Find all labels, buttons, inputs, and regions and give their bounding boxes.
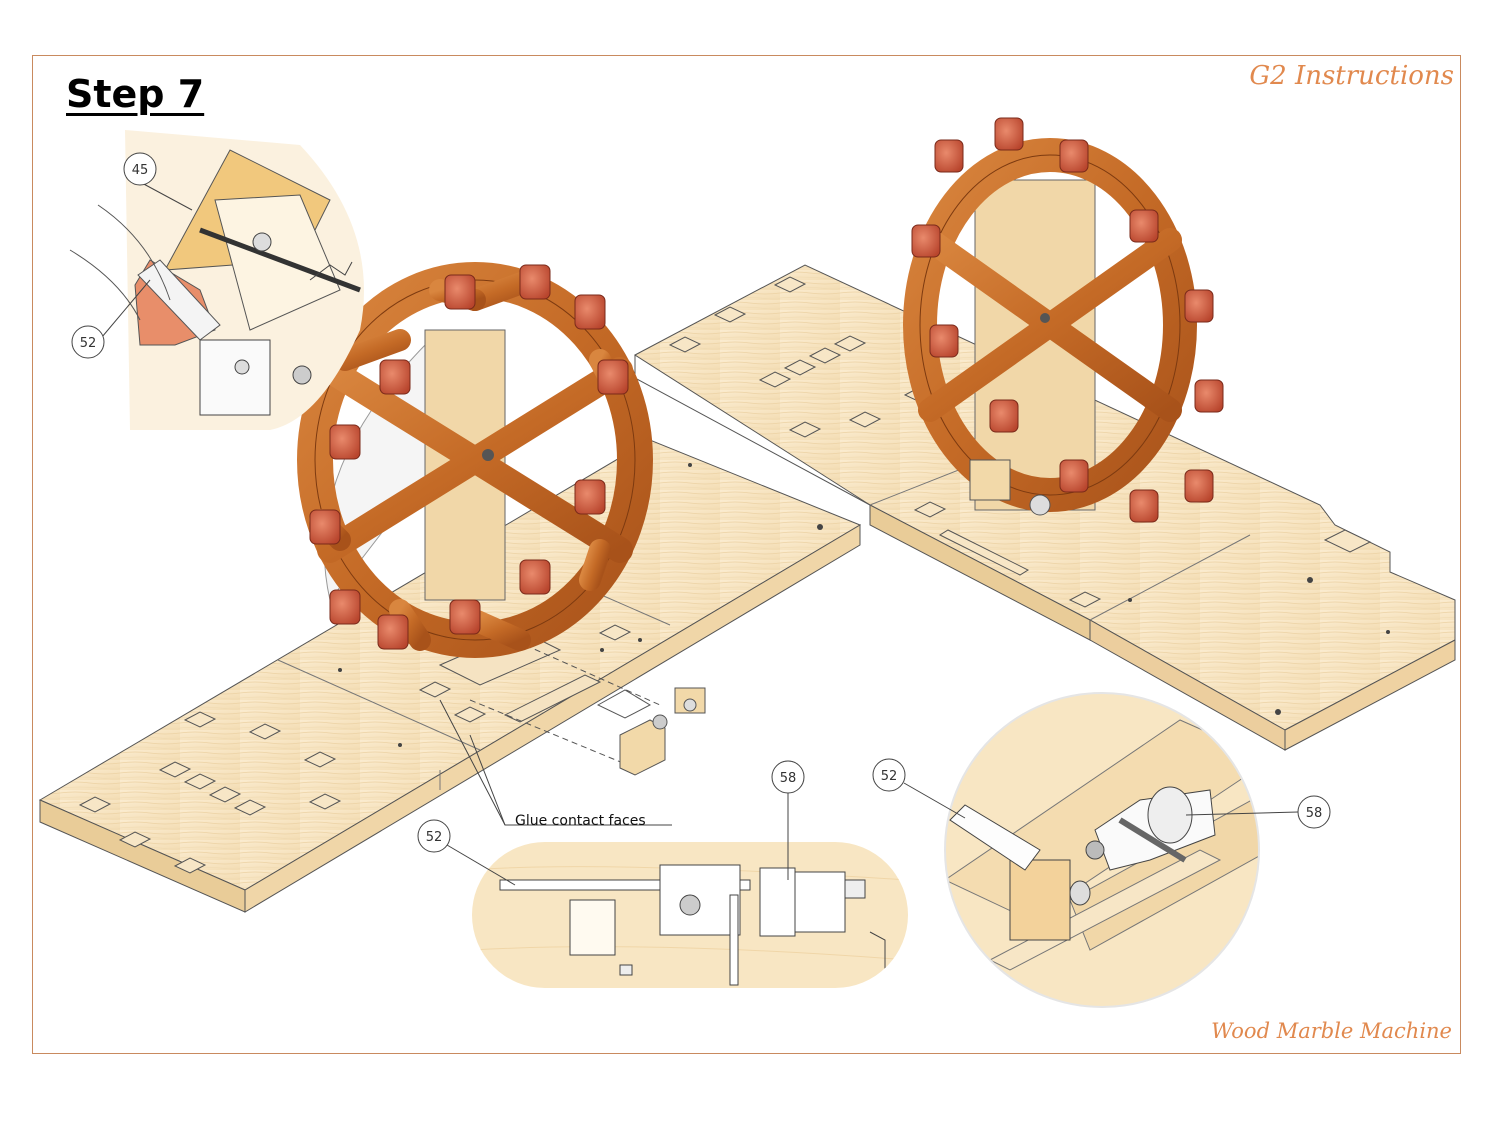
document-footer: Wood Marble Machine xyxy=(1211,1019,1452,1043)
callout-45-label: 45 xyxy=(132,163,149,178)
step-title: Step 7 xyxy=(66,72,205,116)
detail-view-top-left: 45 52 xyxy=(69,130,364,430)
glue-contact-faces-label: Glue contact faces xyxy=(515,813,646,829)
glue-annotation: Glue contact faces xyxy=(439,699,672,829)
document-header: G2 Instructions xyxy=(1249,61,1454,91)
marble-wheel-left xyxy=(297,262,653,658)
callout-52-label: 52 xyxy=(426,830,443,845)
callout-52-label: 52 xyxy=(80,336,97,351)
slide-slot-assembly xyxy=(438,624,706,776)
detail-view-bottom-right: 52 58 xyxy=(872,692,1331,1008)
callout-58-label: 58 xyxy=(1306,806,1323,821)
callout-52-label: 52 xyxy=(881,769,898,784)
page-border xyxy=(32,55,1461,1054)
callout-58-label: 58 xyxy=(780,771,797,786)
marble-wheel-right xyxy=(903,117,1224,523)
detail-view-bottom-center: 52 58 xyxy=(417,760,908,988)
